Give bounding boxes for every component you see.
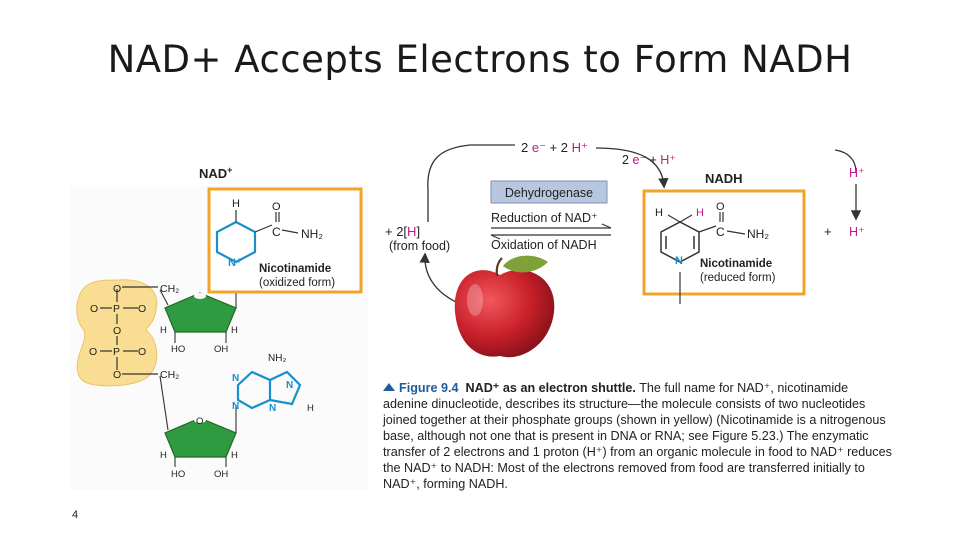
label-h: H: [655, 207, 663, 219]
branch-electrons-label: 2 e⁻ + H⁺: [622, 153, 676, 167]
label-nh2: NH₂: [747, 227, 769, 241]
label-o: O: [196, 416, 203, 427]
label-oh: OH: [214, 344, 228, 355]
enzyme-label: Dehydrogenase: [505, 186, 593, 200]
nicotinamide-form-oxidized: (oxidized form): [259, 277, 335, 289]
label-o: O: [138, 346, 146, 358]
label-ch2: CH₂: [160, 283, 179, 295]
phosphate-highlight: [76, 279, 158, 387]
curved-arrow-to-nadh: [595, 147, 669, 189]
label-h: H: [231, 450, 238, 461]
label-p: P: [113, 303, 120, 315]
top-electrons-label: 2 e⁻ + 2 H⁺: [521, 140, 588, 155]
figure-label: Figure 9.4: [399, 381, 459, 395]
nicotinamide-name-oxidized: Nicotinamide: [259, 263, 331, 275]
figure-title: NAD⁺ as an electron shuttle.: [465, 381, 636, 395]
from-food-label: (from food): [389, 239, 450, 253]
ribose-labels: H H HO OH H H HO OH O: [160, 325, 238, 480]
label-ch2: CH₂: [160, 369, 179, 381]
curved-arrow-h-plus: [834, 149, 857, 173]
label-o: O: [90, 303, 98, 315]
dehydrogenase-box: [490, 180, 608, 204]
h-plus-bottom: H⁺: [849, 225, 865, 239]
nad-label: NAD+: [199, 165, 232, 181]
label-h: H: [231, 325, 238, 336]
h-plus-top: H⁺: [849, 166, 865, 180]
adenine-base: [236, 370, 302, 410]
label-n: N: [286, 380, 293, 391]
oxidation-label: Oxidation of NADH: [491, 238, 597, 252]
apple-image: [454, 255, 555, 358]
label-n: N: [232, 401, 239, 412]
label-h: H: [160, 450, 167, 461]
label-o: O: [138, 303, 146, 315]
reduction-label: Reduction of NAD⁺: [491, 211, 598, 225]
label-o: O: [113, 283, 121, 295]
label-ho: HO: [171, 469, 185, 480]
label-c: C: [716, 225, 725, 239]
label-nh2: NH₂: [301, 227, 323, 241]
label-n-plus: N⁺: [228, 257, 242, 269]
caption-arrow-icon: [383, 383, 395, 391]
label-h-magenta: H: [696, 207, 704, 219]
nicotinamide-form-reduced: (reduced form): [700, 272, 776, 284]
ribose-bottom: [164, 417, 237, 458]
slide-title: NAD+ Accepts Electrons to Form NADH: [107, 38, 853, 81]
label-p: P: [113, 346, 120, 358]
curved-arrow-top: [427, 144, 515, 191]
figure-caption: Figure 9.4 NAD⁺ as an electron shuttle. …: [383, 380, 893, 492]
label-nh2: NH₂: [268, 353, 286, 364]
label-c: C: [272, 225, 281, 239]
label-oh: OH: [214, 469, 228, 480]
curved-arrow-apple: [419, 252, 457, 303]
label-o: O: [113, 369, 121, 381]
label-n: N: [232, 373, 239, 384]
phosphate-backbone: [100, 286, 158, 375]
plus-2h-label: + 2[H]: [385, 224, 420, 239]
phosphate-labels: O P O O O P O O O CH₂ CH₂: [89, 283, 179, 381]
label-n: N: [269, 403, 276, 414]
label-ho: HO: [171, 344, 185, 355]
label-o: O: [272, 201, 281, 213]
plus-sign: +: [824, 224, 832, 239]
nicotinamide-name-reduced: Nicotinamide: [700, 258, 772, 270]
label-h: H: [232, 198, 240, 210]
oxidized-nicotinamide-box: [207, 187, 363, 294]
label-o: O: [716, 201, 725, 213]
reduced-nicotinamide-box: [642, 189, 806, 296]
nadh-label: NADH: [705, 171, 743, 186]
label-n: N: [675, 255, 683, 267]
caption-text: The full name for NAD⁺, nicotinamide ade…: [383, 381, 892, 491]
ribose-top: [164, 292, 237, 333]
label-o: O: [89, 346, 97, 358]
label-h: H: [307, 403, 314, 414]
slide-number: 4: [72, 509, 79, 521]
label-h: H: [160, 325, 167, 336]
label-o: O: [113, 325, 121, 337]
